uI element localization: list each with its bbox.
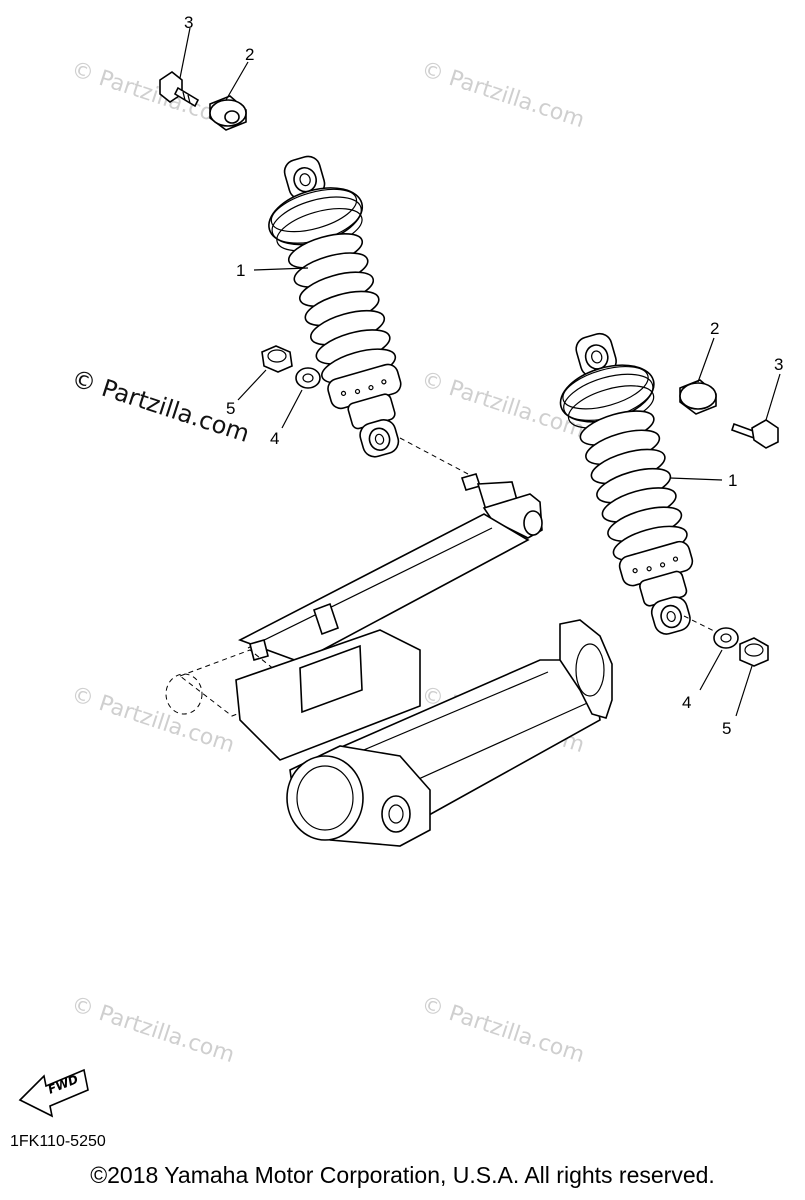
nut-left <box>261 345 293 373</box>
swingarm <box>165 473 613 847</box>
shock-absorber-right <box>559 332 694 635</box>
washer-left <box>295 367 321 389</box>
fwd-arrow-icon: FWD <box>18 1068 89 1118</box>
shock-absorber-left <box>268 155 402 458</box>
watermark: © Partzilla.com <box>418 57 587 133</box>
callout-5-right: 5 <box>722 719 731 738</box>
copyright-notice: ©2018 Yamaha Motor Corporation, U.S.A. A… <box>90 1162 715 1188</box>
callout-2-right: 2 <box>710 319 719 338</box>
callout-1-left: 1 <box>236 261 245 280</box>
collar-right <box>679 379 717 415</box>
callout-4-left: 4 <box>270 429 279 448</box>
nut-right <box>739 637 769 667</box>
callout-5-left: 5 <box>226 399 235 418</box>
callout-3-left: 3 <box>184 13 193 32</box>
collar-left <box>209 95 247 131</box>
watermark: © Partzilla.com <box>68 992 237 1068</box>
watermark: © Partzilla.com <box>68 682 237 758</box>
bolt-right <box>730 419 779 449</box>
callout-3-right: 3 <box>774 355 783 374</box>
watermark: © Partzilla.com <box>418 992 587 1068</box>
drawing-code: 1FK110-5250 <box>10 1133 106 1150</box>
callout-2-left: 2 <box>245 45 254 64</box>
washer-right <box>713 627 739 649</box>
callout-4-right: 4 <box>682 693 691 712</box>
callout-1-right: 1 <box>728 471 737 490</box>
watermark: © Partzilla.com <box>68 57 237 133</box>
bolt-left <box>159 71 200 108</box>
